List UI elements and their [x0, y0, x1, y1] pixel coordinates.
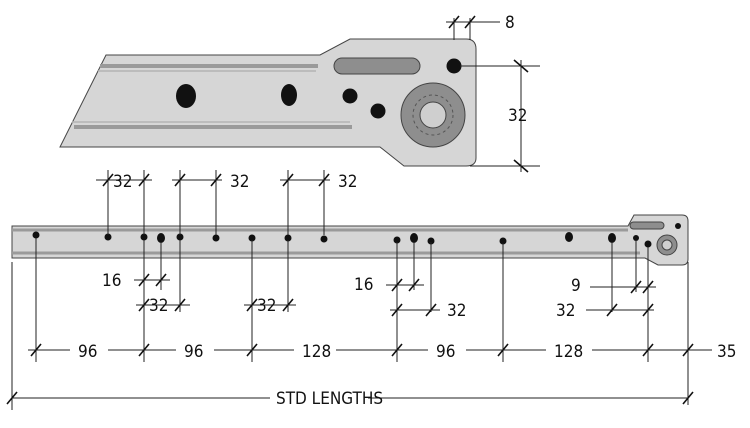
detail-view: 8 32 — [59, 13, 540, 173]
dim-32-a-label: 32 — [113, 172, 132, 192]
dim-32-mid-label: 32 — [257, 296, 276, 316]
dim-16-left-label: 16 — [102, 271, 121, 291]
dim-35-label: 35 — [717, 342, 736, 362]
detail-slot — [333, 57, 421, 75]
dim-128-second-label: 128 — [554, 342, 583, 362]
dim-32-vertical-label: 32 — [508, 106, 527, 126]
dim-32-right-label: 32 — [556, 301, 575, 321]
detail-hole — [370, 103, 386, 119]
dim-32-b-label: 32 — [230, 172, 249, 192]
main-holes — [32, 223, 681, 248]
lower-dimensions: 16 32 32 16 32 9 32 — [6, 238, 736, 410]
dim-32-left-lower-label: 32 — [149, 296, 168, 316]
detail-hole — [342, 88, 358, 104]
dim-96-second-label: 96 — [184, 342, 203, 362]
main-slot — [629, 221, 665, 230]
dim-96-first-label: 96 — [78, 342, 97, 362]
dim-16-mid-label: 16 — [354, 275, 373, 295]
detail-hole — [446, 58, 462, 74]
dim-9-right-label: 9 — [571, 276, 581, 296]
main-bushing-inner — [661, 239, 673, 251]
upper-dimensions: 32 32 32 — [96, 170, 357, 235]
dim-32-mid-lower-label: 32 — [447, 301, 466, 321]
main-rail-body — [11, 214, 689, 266]
main-rail — [11, 214, 689, 266]
dim-32-c-label: 32 — [338, 172, 357, 192]
dim-96-third-label: 96 — [436, 342, 455, 362]
dim-8-label: 8 — [505, 13, 515, 33]
detail-bushing-inner — [419, 101, 447, 129]
std-lengths-label: STD LENGTHS — [276, 389, 383, 409]
detail-hole — [281, 84, 297, 106]
dim-128-first-label: 128 — [302, 342, 331, 362]
detail-bushing-ring — [412, 94, 454, 136]
detail-hole — [176, 84, 196, 108]
